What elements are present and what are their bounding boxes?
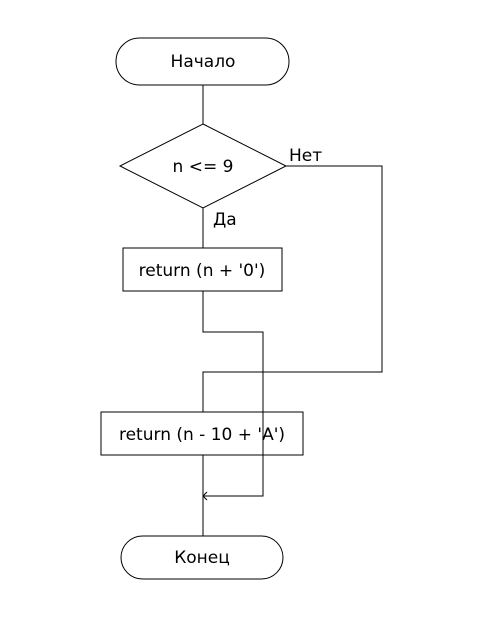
return-digit-label: return (n + '0') [139, 261, 266, 281]
return-digit-box [122, 247, 283, 292]
return-digit-node: return (n + '0') [122, 247, 283, 292]
start-node: Начало [115, 37, 290, 86]
return-letter-label: return (n - 10 + 'A') [119, 425, 285, 445]
merge-arrowhead [202, 491, 208, 501]
connector-return-digit-to-merge [202, 291, 264, 497]
condition-diamond-shape [118, 123, 288, 209]
condition-label: n <= 9 [173, 157, 234, 177]
condition-node: n <= 9 [118, 123, 288, 209]
return-letter-box [100, 411, 304, 456]
start-label: Начало [171, 52, 236, 72]
end-label: Конец [174, 548, 230, 568]
connectors [202, 85, 383, 536]
start-terminator-shape [115, 37, 290, 86]
branch-no-label: Нет [289, 146, 322, 166]
end-node: Конец [120, 535, 284, 580]
return-letter-node: return (n - 10 + 'A') [100, 411, 304, 456]
branch-yes-label: Да [213, 210, 237, 230]
connector-no-branch [202, 165, 383, 412]
end-terminator-shape [120, 535, 284, 580]
